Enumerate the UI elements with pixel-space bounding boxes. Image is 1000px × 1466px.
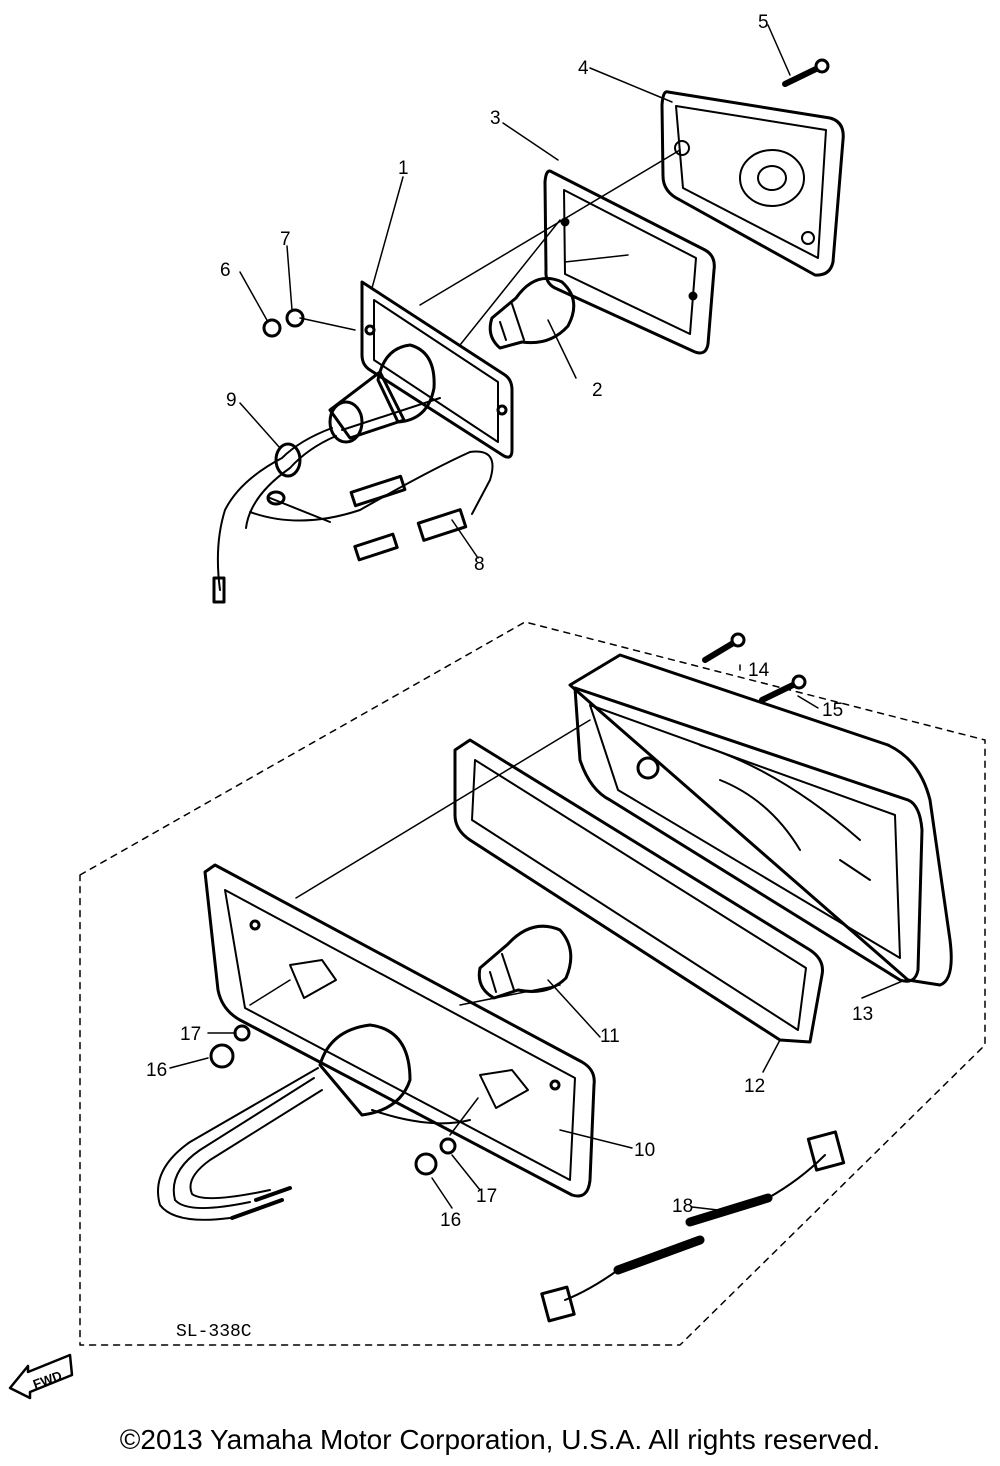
- callout-14: 14: [748, 660, 770, 681]
- callout-3: 3: [490, 108, 501, 129]
- callout-17b: 17: [476, 1186, 497, 1207]
- callout-labels: 1 2 3 4 5 6 7 8 9 10 11 12 13 14 15 16 1…: [146, 12, 873, 1231]
- part-5-screw: [782, 58, 830, 87]
- group-boundary: [79, 621, 986, 1346]
- part-16-nut-2: [414, 1152, 438, 1176]
- part-17-washer: [233, 1024, 251, 1042]
- part-18-harness: [540, 1130, 846, 1323]
- part-17-washer-2: [439, 1137, 457, 1155]
- part-8-harness: [212, 397, 494, 604]
- part-12-gasket: [453, 738, 824, 1044]
- copyright-notice: ©2013 Yamaha Motor Corporation, U.S.A. A…: [119, 1424, 881, 1455]
- figure-code: SL-338C: [176, 1322, 252, 1342]
- callout-12: 12: [744, 1076, 765, 1097]
- callout-2: 2: [592, 380, 603, 401]
- part-9-grommet: [274, 442, 302, 478]
- callout-1: 1: [398, 158, 409, 179]
- part-11-bulb: [477, 924, 573, 1000]
- callout-9: 9: [226, 390, 237, 411]
- callout-11: 11: [600, 1026, 620, 1047]
- part-16-nut: [209, 1043, 235, 1069]
- callout-7: 7: [280, 229, 291, 250]
- callout-16a: 16: [146, 1060, 167, 1081]
- callout-17a: 17: [180, 1024, 201, 1045]
- upper-leader-lines: [299, 149, 681, 346]
- part-4-lens-housing: [660, 90, 845, 277]
- callout-10: 10: [634, 1140, 655, 1161]
- part-6-nut: [262, 318, 282, 338]
- part-14-screw: [702, 632, 746, 663]
- callout-16b: 16: [440, 1210, 461, 1231]
- callout-13: 13: [852, 1004, 873, 1025]
- part-13-lens-housing: [568, 653, 953, 987]
- callout-15: 15: [822, 700, 843, 721]
- callout-leaders: [169, 24, 906, 1211]
- lower-leader-lines: [249, 719, 591, 1136]
- part-10-base: [203, 863, 596, 1198]
- part-2-bulb: [488, 277, 576, 350]
- part-15-screw: [759, 674, 807, 703]
- lower-wiring: [157, 1067, 323, 1221]
- callout-18: 18: [672, 1196, 693, 1217]
- callout-5: 5: [758, 12, 769, 33]
- callout-8: 8: [474, 554, 485, 575]
- callout-4: 4: [578, 58, 589, 79]
- part-1-base: [328, 280, 514, 459]
- fwd-arrow-icon: FWD: [8, 1353, 74, 1400]
- callout-6: 6: [220, 260, 231, 281]
